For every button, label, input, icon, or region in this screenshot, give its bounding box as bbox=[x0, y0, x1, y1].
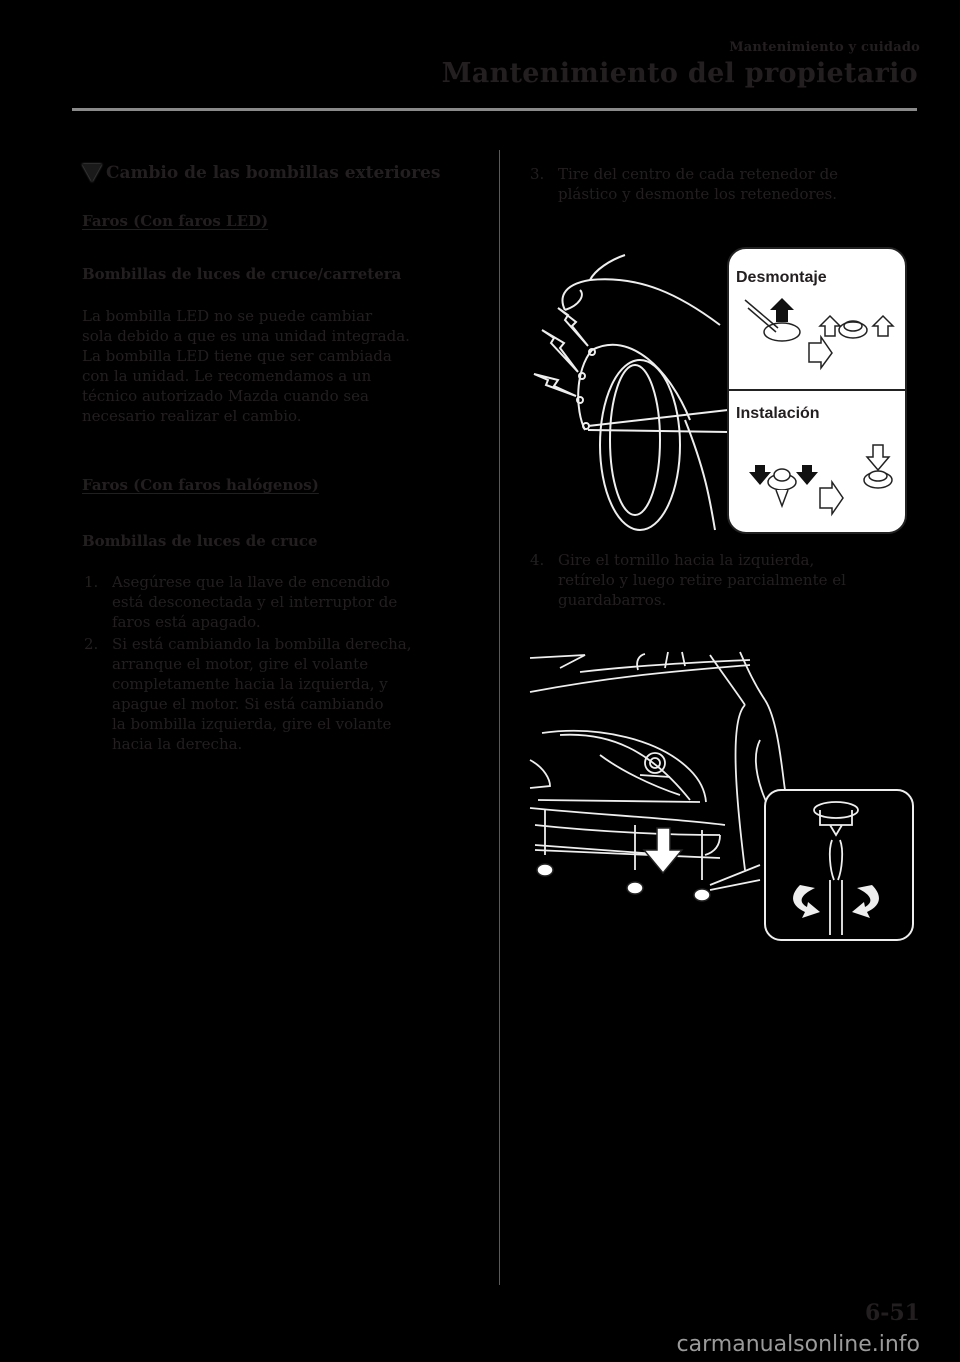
label-removal: Desmontaje bbox=[736, 269, 827, 286]
step-number: 1. bbox=[84, 573, 99, 591]
heading-low-high-beam: Bombillas de luces de cruce/carretera bbox=[82, 265, 402, 283]
step-line: hacia la derecha. bbox=[112, 735, 243, 753]
figure-bumper-screws bbox=[529, 651, 914, 941]
step-3: 3. Tire del centro de cada retenedor de … bbox=[530, 164, 930, 204]
step-line: plástico y desmonte los retenedores. bbox=[558, 185, 838, 203]
paragraph-line: La bombilla LED tiene que ser cambiada bbox=[82, 347, 392, 365]
triangle-bullet-icon bbox=[82, 164, 102, 182]
page-number: 6-51 bbox=[864, 1300, 920, 1326]
subsection-halogen-headlights: Faros (Con faros halógenos) bbox=[82, 476, 319, 494]
step-line: Si está cambiando la bombilla derecha, bbox=[112, 635, 412, 653]
step-number: 2. bbox=[84, 635, 99, 653]
step-1: 1. Asegúrese que la llave de encendido e… bbox=[84, 572, 496, 632]
figure-retainer-clips: Desmontaje Instalación bbox=[533, 247, 907, 534]
paragraph-line: sola debido a que es una unidad integrad… bbox=[82, 327, 410, 345]
watermark: carmanualsonline.info bbox=[676, 1332, 920, 1357]
step-number: 4. bbox=[530, 551, 545, 569]
paragraph-line: necesario realizar el cambio. bbox=[82, 407, 302, 425]
step-line: Gire el tornillo hacia la izquierda, bbox=[558, 551, 815, 569]
paragraph-line: con la unidad. Le recomendamos a un bbox=[82, 367, 372, 385]
header-divider bbox=[72, 108, 917, 111]
paragraph-line: técnico autorizado Mazda cuando sea bbox=[82, 387, 369, 405]
led-paragraph: La bombilla LED no se puede cambiar sola… bbox=[82, 306, 492, 426]
section-heading-text: Cambio de las bombillas exteriores bbox=[106, 163, 441, 183]
chapter-title: Mantenimiento y cuidado bbox=[729, 40, 920, 55]
steps-list-left: 1. Asegúrese que la llave de encendido e… bbox=[84, 572, 496, 754]
subsection-led-headlights: Faros (Con faros LED) bbox=[82, 212, 269, 230]
paragraph-line: La bombilla LED no se puede cambiar bbox=[82, 307, 373, 325]
step-line: completamente hacia la izquierda, y bbox=[112, 675, 388, 693]
step-line: Tire del centro de cada retenedor de bbox=[558, 165, 839, 183]
step-number: 3. bbox=[530, 165, 545, 183]
step-line: retírelo y luego retire parcialmente el bbox=[558, 571, 846, 589]
step-line: Asegúrese que la llave de encendido bbox=[112, 573, 390, 591]
page-title: Mantenimiento del propietario bbox=[441, 58, 918, 89]
step-line: arranque el motor, gire el volante bbox=[112, 655, 369, 673]
step-line: la bombilla izquierda, gire el volante bbox=[112, 715, 392, 733]
step-line: está desconectada y el interruptor de bbox=[112, 593, 398, 611]
step-line: apague el motor. Si está cambiando bbox=[112, 695, 384, 713]
column-divider bbox=[499, 150, 500, 1285]
step-4: 4. Gire el tornillo hacia la izquierda, … bbox=[530, 550, 930, 610]
step-2: 2. Si está cambiando la bombilla derecha… bbox=[84, 634, 496, 754]
step-line: guardabarros. bbox=[558, 591, 667, 609]
heading-low-beam: Bombillas de luces de cruce bbox=[82, 532, 318, 550]
section-heading: Cambio de las bombillas exteriores bbox=[82, 163, 440, 183]
label-installation: Instalación bbox=[736, 405, 820, 422]
step-line: faros está apagado. bbox=[112, 613, 261, 631]
